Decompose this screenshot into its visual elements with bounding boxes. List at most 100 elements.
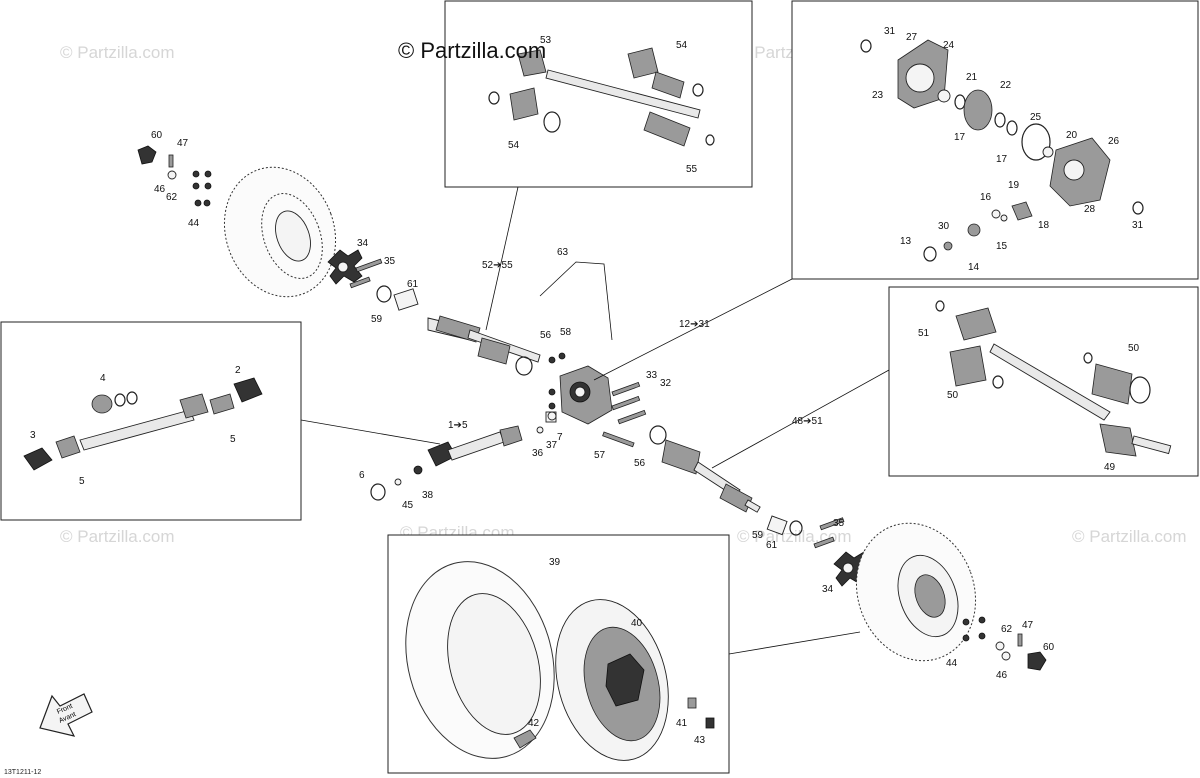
part-label: 57 — [594, 450, 606, 461]
inset-wheel-tire-39-43 — [387, 534, 730, 774]
part-label: 20 — [1066, 130, 1078, 141]
inset-propeller-shaft-1-5 — [0, 321, 302, 521]
diagram-code: 13T1211-12 — [4, 769, 41, 776]
rear-right-wheel — [855, 522, 977, 662]
part-label: 44 — [188, 218, 200, 229]
bolts-32-33 — [602, 381, 647, 448]
part-label: 60 — [151, 130, 163, 141]
part-label: 63 — [557, 247, 569, 258]
part-label: 22 — [1000, 80, 1012, 91]
part-label: 50 — [1128, 343, 1140, 354]
part-label: 25 — [1030, 112, 1042, 123]
part-label: 16 — [980, 192, 992, 203]
part-label: 4 — [100, 373, 106, 384]
part-label: 33 — [646, 370, 658, 381]
leader-1-5 — [300, 419, 441, 445]
watermark: © Partzilla.com — [1072, 527, 1187, 546]
part-label: 38 — [422, 490, 434, 501]
part-label: 40 — [631, 618, 643, 629]
part-label: 54 — [676, 40, 688, 51]
part-label: 49 — [1104, 462, 1116, 473]
part-label: 24 — [943, 40, 955, 51]
part-label: 35 — [384, 256, 396, 267]
part-label: 26 — [1108, 136, 1120, 147]
part-label: 47 — [177, 138, 189, 149]
studs-left — [349, 258, 383, 289]
watermark: © Partzilla.com — [60, 527, 175, 546]
part-label: 50 — [947, 390, 959, 401]
part-label: 12➔31 — [679, 319, 710, 330]
rear-driveshaft-left — [376, 285, 541, 376]
rear-driveshaft-right — [649, 425, 803, 536]
front-direction-arrow: Front Avant — [39, 693, 93, 737]
leader-12-31 — [593, 278, 793, 381]
part-label: 53 — [540, 35, 552, 46]
leader-52-55 — [485, 186, 519, 331]
part-label: 46 — [996, 670, 1008, 681]
part-label: 17 — [996, 154, 1008, 165]
inset-differential-12-31 — [791, 0, 1199, 280]
part-label: 34 — [822, 584, 834, 595]
part-labels: 60 47 46 62 44 34 35 61 59 53 54 54 55 5… — [30, 26, 1144, 746]
part-label: 62 — [166, 192, 178, 203]
rear-differential — [545, 352, 613, 425]
part-label: 59 — [752, 530, 764, 541]
hardware-top-left — [137, 145, 212, 207]
part-label: 37 — [546, 440, 558, 451]
part-label: 42 — [528, 718, 540, 729]
part-label: 28 — [1084, 204, 1096, 215]
part-label: 61 — [407, 279, 419, 290]
leader-39-43 — [728, 631, 861, 655]
part-label: 61 — [766, 540, 778, 551]
leader-48-51 — [711, 369, 890, 469]
propeller-shaft — [370, 411, 557, 501]
part-label: 5 — [79, 476, 85, 487]
part-label: 31 — [884, 26, 896, 37]
watermark: © Partzilla.com — [60, 43, 175, 62]
part-label: 47 — [1022, 620, 1034, 631]
brand-header: © Partzilla.com — [398, 38, 546, 63]
part-label: 46 — [154, 184, 166, 195]
part-label: 44 — [946, 658, 958, 669]
part-label: 15 — [996, 241, 1008, 252]
part-label: 23 — [872, 90, 884, 101]
part-label: 5 — [230, 434, 236, 445]
part-label: 45 — [402, 500, 414, 511]
part-label: 62 — [1001, 624, 1013, 635]
part-label: 14 — [968, 262, 980, 273]
part-label: 55 — [686, 164, 698, 175]
hub-left — [327, 249, 363, 285]
part-label: 35 — [833, 518, 845, 529]
inset-driveshaft-52-55 — [444, 0, 753, 188]
part-label: 27 — [906, 32, 918, 43]
part-label: 43 — [694, 735, 706, 746]
part-label: 6 — [359, 470, 365, 481]
part-label: 58 — [560, 327, 572, 338]
part-label: 21 — [966, 72, 978, 83]
vent-tube-63 — [539, 261, 613, 341]
part-label: 34 — [357, 238, 369, 249]
part-label: 52➔55 — [482, 260, 513, 271]
part-label: 60 — [1043, 642, 1055, 653]
part-label: 59 — [371, 314, 383, 325]
rear-left-wheel — [223, 166, 337, 298]
part-label: 51 — [918, 328, 930, 339]
part-label: 17 — [954, 132, 966, 143]
part-label: 36 — [532, 448, 544, 459]
inset-driveshaft-48-51 — [888, 286, 1199, 477]
part-label: 54 — [508, 140, 520, 151]
part-label: 39 — [549, 557, 561, 568]
part-label: 1➔5 — [448, 420, 468, 431]
part-label: 32 — [660, 378, 672, 389]
part-label: 2 — [235, 365, 241, 376]
part-label: 18 — [1038, 220, 1050, 231]
part-label: 3 — [30, 430, 36, 441]
part-label: 7 — [557, 432, 563, 443]
part-label: 13 — [900, 236, 912, 247]
part-label: 41 — [676, 718, 688, 729]
part-label: 31 — [1132, 220, 1144, 231]
part-label: 19 — [1008, 180, 1020, 191]
hardware-bottom-right — [962, 616, 1047, 671]
part-label: 56 — [634, 458, 646, 469]
